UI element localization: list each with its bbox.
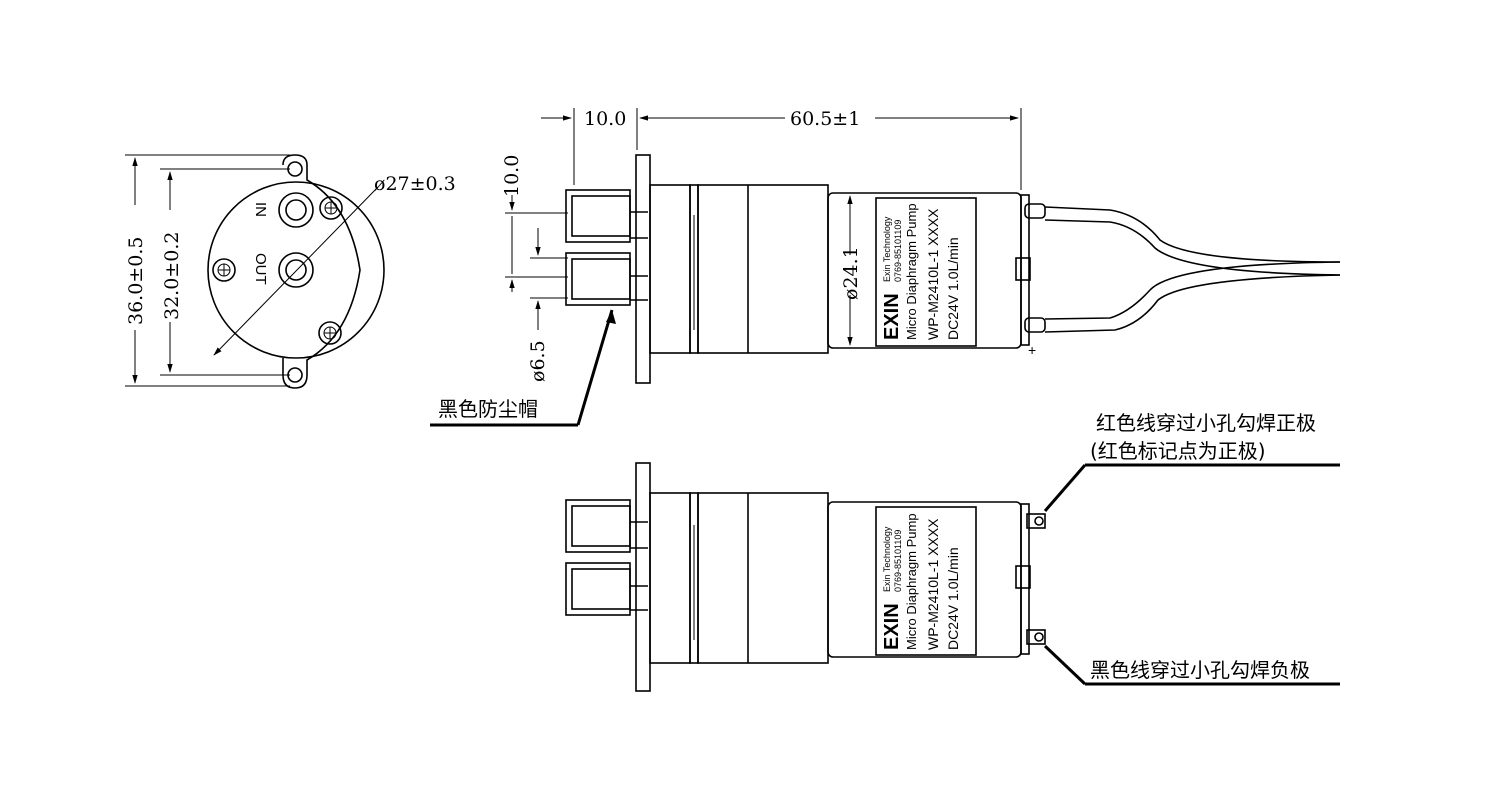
dust-cap-upper [565, 499, 631, 553]
front-diameter-label: ø27±0.3 [374, 173, 456, 195]
body-length-label: 60.5±1 [790, 108, 860, 130]
outer-height-label: 36.0±0.5 [125, 237, 147, 325]
phone-number: 0769-85101109 [893, 530, 903, 592]
motor-end-cap [1020, 194, 1030, 346]
brand-logo: EXIN [881, 603, 903, 650]
product-name: Micro Diaphragm Pump [904, 203, 919, 340]
positive-callout-leader [1043, 464, 1087, 512]
in-port-inner [285, 199, 307, 221]
wire-lower-a [1044, 261, 1341, 320]
brand-logo: EXIN [881, 293, 903, 340]
negative-callout-leader [1043, 644, 1087, 686]
company-name: Exin Technology [882, 526, 892, 592]
diameter-leader [213, 186, 379, 356]
screw-icon [212, 258, 236, 282]
port-spacing-label: 10.0 [501, 155, 523, 197]
cap-callout-leader [576, 309, 614, 426]
cap-callout-label: 黑色防尘帽 [438, 397, 538, 421]
body-diameter-label: ø24.1 [840, 246, 862, 300]
out-port-inner [285, 259, 307, 281]
dim-label-mask [161, 210, 181, 322]
screw-icon [319, 196, 343, 220]
inner-height-label: 32.0±0.2 [161, 232, 183, 320]
motor-label-box [875, 506, 977, 656]
bottom-view: EXIN Exin Technology 0769-85101109 Micro… [565, 411, 1340, 692]
motor-end-cap [1020, 503, 1030, 655]
positive-note-line2: (红色标记点为正极) [1090, 439, 1266, 463]
port-length-label: 10.0 [584, 108, 626, 130]
phone-number: 0769-85101109 [893, 220, 903, 282]
in-port-label: IN [252, 202, 269, 217]
pump-housing [697, 492, 829, 664]
company-name: Exin Technology [882, 216, 892, 282]
dim-label-mask [126, 205, 146, 330]
terminal-negative [1026, 629, 1046, 645]
dust-cap-lower-inner [571, 568, 631, 610]
dust-cap-lower [565, 252, 631, 306]
motor-tab [1015, 565, 1031, 589]
pump-head [649, 492, 691, 664]
wire-upper-a [1044, 206, 1341, 263]
motor-label-box [875, 197, 977, 347]
plus-mark: + [1028, 342, 1036, 358]
dust-cap-lower [565, 562, 631, 616]
out-port-outer [278, 252, 314, 288]
front-flange [282, 154, 361, 389]
dust-cap-lower-inner [571, 258, 631, 300]
motor-label-text: EXIN Exin Technology 0769-85101109 Micro… [881, 513, 961, 650]
port-diameter-label: ø6.5 [527, 340, 549, 382]
pump-housing [697, 184, 829, 354]
spec-line: DC24V 1.0L/min [945, 547, 961, 650]
side-view: 10.0 60.5±1 10.0 ø6.5 [430, 108, 1341, 427]
wire-terminal-top [1024, 203, 1046, 219]
motor-tab [1015, 257, 1031, 281]
spec-line: DC24V 1.0L/min [945, 237, 961, 340]
front-body-circle [207, 181, 385, 359]
dust-cap-upper-inner [571, 195, 631, 237]
mount-hole-top [287, 161, 303, 177]
screw-icon [318, 321, 342, 345]
mount-hole-bottom [287, 367, 303, 383]
product-name: Micro Diaphragm Pump [904, 513, 919, 650]
wire-upper-b [1044, 219, 1341, 276]
motor-label-text: EXIN Exin Technology 0769-85101109 Micro… [881, 203, 961, 340]
positive-note-line1: 红色线穿过小孔勾焊正极 [1096, 411, 1316, 435]
wire-terminal-bottom [1024, 317, 1046, 333]
flange-plate [635, 154, 651, 384]
front-view: IN OUT ø27±0.3 36.0±0.5 32.0±0.2 [125, 154, 456, 389]
negative-note: 黑色线穿过小孔勾焊负极 [1090, 658, 1310, 682]
dust-cap-upper-inner [571, 505, 631, 547]
dust-cap-upper [565, 189, 631, 243]
pump-head [649, 184, 691, 354]
model-number: WP-M2410L-1 XXXX [925, 208, 941, 340]
wire-lower-b [1044, 274, 1341, 333]
out-port-label: OUT [252, 253, 269, 285]
terminal-positive [1026, 513, 1046, 529]
in-port-outer [278, 192, 314, 228]
flange-plate [635, 462, 651, 692]
model-number: WP-M2410L-1 XXXX [925, 518, 941, 650]
